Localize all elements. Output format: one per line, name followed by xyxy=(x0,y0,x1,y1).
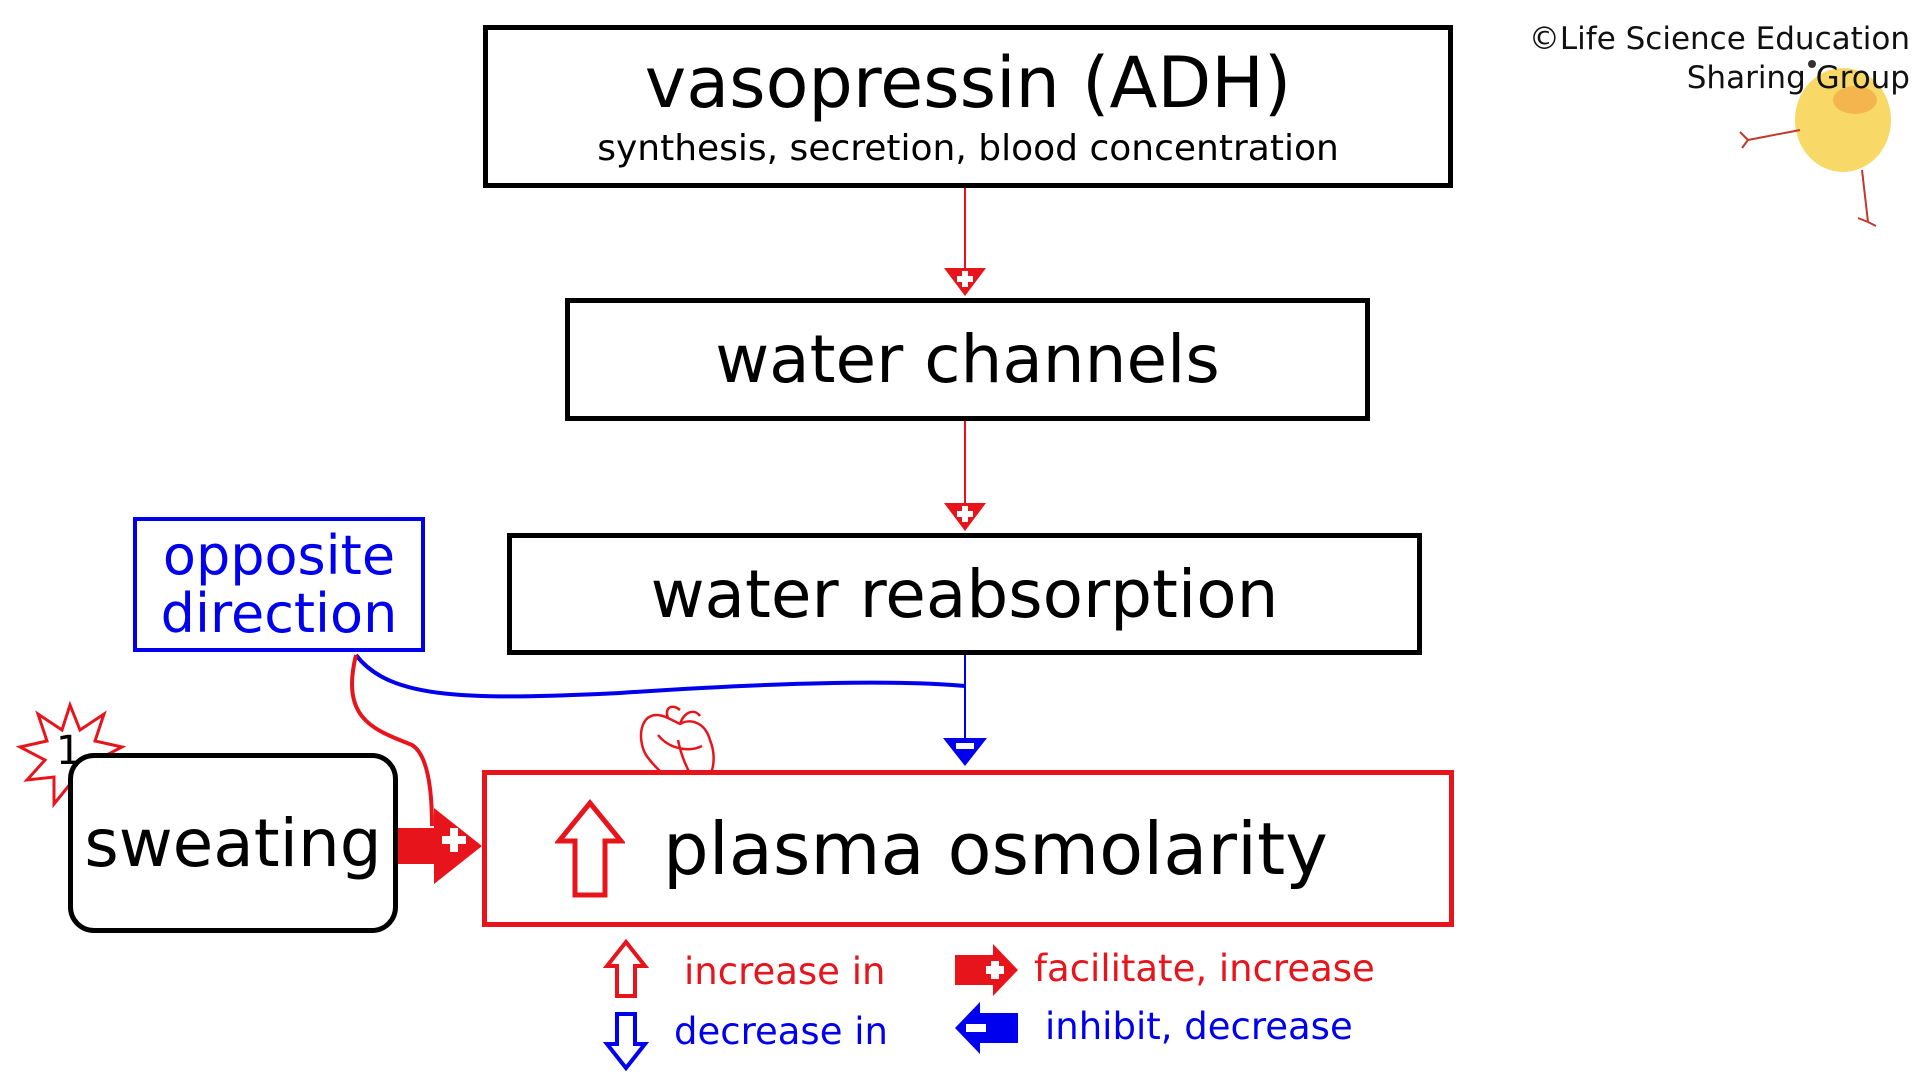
legend-inhibit-label: inhibit, decrease xyxy=(1045,1005,1353,1048)
increase-arrow-icon xyxy=(555,798,625,897)
node-opposite-direction-line-2: direction xyxy=(160,581,398,645)
legend-facilitate-label: facilitate, increase xyxy=(1034,947,1375,990)
node-plasma-osmolarity: plasma osmolarity xyxy=(482,770,1454,927)
legend-decrease-label: decrease in xyxy=(674,1010,888,1053)
copyright-line-1: ©Life Science Education xyxy=(1528,21,1910,57)
sweating-link-curve xyxy=(350,654,434,827)
chick-mascot-icon xyxy=(1739,60,1891,227)
copyright-notice: ©Life Science Education Sharing Group xyxy=(1529,20,1910,98)
legend-up-arrow-icon xyxy=(602,938,650,998)
legend-inhibit-arrow-icon xyxy=(955,1002,1018,1054)
node-sweating: sweating xyxy=(68,753,398,933)
legend-facilitate-arrow-icon xyxy=(955,944,1018,996)
node-vasopressin-subtitle: synthesis, secretion, blood concentratio… xyxy=(597,127,1339,169)
facilitate-arrow-icon xyxy=(398,808,482,884)
node-opposite-direction-line-1: opposite xyxy=(162,523,396,587)
node-water-channels: water channels xyxy=(565,298,1370,421)
legend-increase-label: increase in xyxy=(684,950,886,993)
plus-arrowhead-icon xyxy=(944,503,986,531)
node-plasma-osmolarity-label: plasma osmolarity xyxy=(663,806,1328,891)
minus-arrowhead-icon xyxy=(943,738,987,766)
opposite-direction-curve xyxy=(354,653,966,699)
plus-arrowhead-icon xyxy=(944,268,986,296)
node-vasopressin: vasopressin (ADH) synthesis, secretion, … xyxy=(483,25,1453,188)
sweating-badge-number: 1 xyxy=(56,728,82,774)
copyright-line-2: Sharing Group xyxy=(1686,60,1910,96)
node-opposite-direction: opposite direction xyxy=(133,517,425,652)
node-sweating-label: sweating xyxy=(84,804,382,882)
node-water-channels-label: water channels xyxy=(715,321,1220,398)
node-water-reabsorption: water reabsorption xyxy=(507,533,1422,655)
node-water-reabsorption-label: water reabsorption xyxy=(650,555,1279,633)
legend-down-arrow-icon xyxy=(602,1012,650,1072)
node-vasopressin-title: vasopressin (ADH) xyxy=(644,41,1292,124)
